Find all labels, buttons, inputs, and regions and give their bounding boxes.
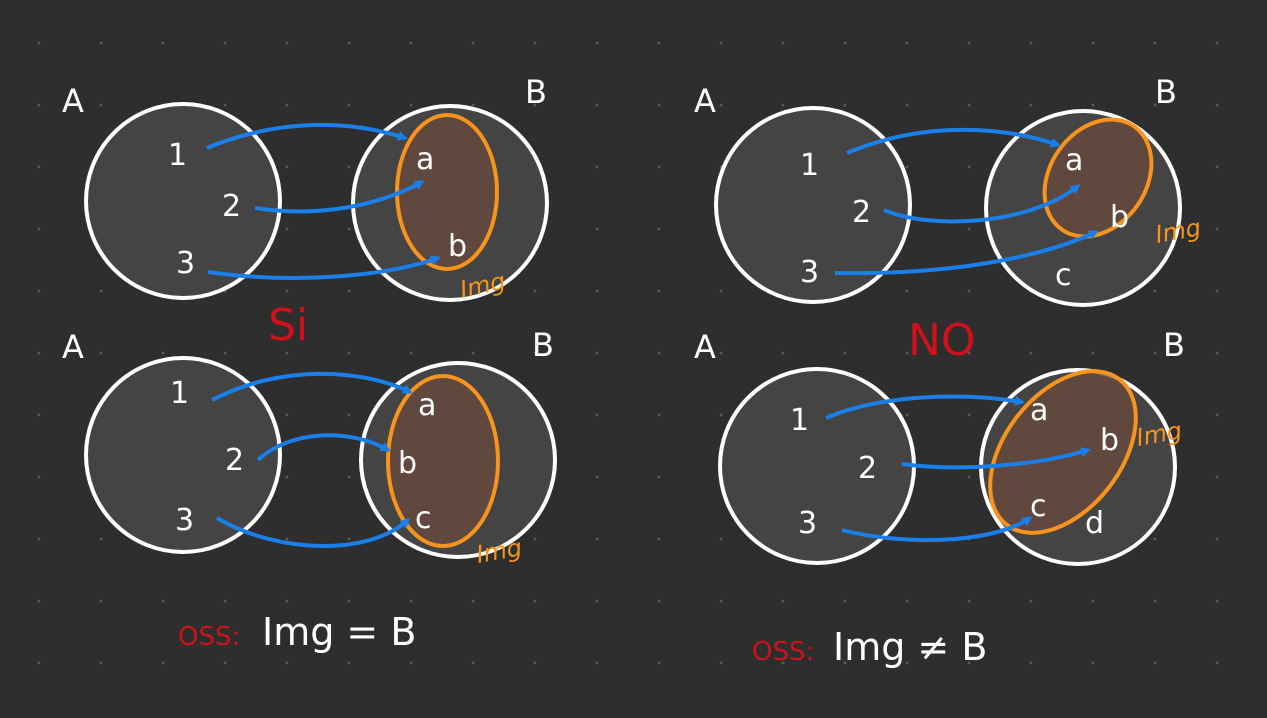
codomain-element-a: a — [1065, 143, 1083, 178]
mapping-arrow-1-a — [206, 122, 408, 150]
verdict-right: NO — [908, 315, 976, 366]
mapping-arrow-2-b — [901, 447, 1091, 470]
mapping-arrow-1-a — [211, 371, 413, 402]
set-a-circle — [84, 356, 282, 554]
domain-element-3: 3 — [800, 255, 819, 290]
set-a-label: A — [62, 328, 84, 366]
codomain-element-c: c — [1030, 489, 1047, 524]
mapping-arrow-3-c — [841, 516, 1033, 543]
codomain-element-b: b — [398, 446, 417, 481]
domain-element-2: 2 — [222, 189, 241, 224]
domain-element-1: 1 — [170, 376, 189, 411]
note-right-prefix: OSS: — [752, 637, 814, 667]
domain-element-2: 2 — [225, 443, 244, 478]
diagram-bottom-right: A B 1 2 3 a b c d Img — [694, 326, 1185, 566]
codomain-element-c: c — [415, 501, 432, 536]
domain-element-1: 1 — [790, 403, 809, 438]
note-right-formula: Img ≠ B — [833, 625, 987, 669]
domain-element-1: 1 — [800, 148, 819, 183]
set-a-label: A — [694, 328, 716, 366]
codomain-element-c: c — [1055, 258, 1072, 293]
mapping-arrow-2-a — [883, 184, 1081, 224]
domain-element-3: 3 — [176, 246, 195, 281]
mapping-arrow-2-b — [256, 433, 391, 462]
note-left-prefix: OSS: — [178, 622, 240, 652]
codomain-element-d: d — [1085, 506, 1104, 541]
domain-element-2: 2 — [852, 195, 871, 230]
note-right: OSS: Img ≠ B — [752, 625, 987, 669]
image-ellipse — [1042, 117, 1154, 239]
mapping-arrow-2-a — [254, 180, 425, 214]
set-b-label: B — [525, 73, 547, 111]
image-ellipse — [988, 369, 1138, 535]
image-ellipse — [395, 113, 499, 271]
codomain-element-b: b — [448, 229, 467, 264]
image-ellipse — [386, 374, 500, 548]
set-b-label: B — [532, 326, 554, 364]
note-left: OSS: Img = B — [178, 610, 416, 654]
domain-element-2: 2 — [858, 451, 877, 486]
verdict-left: Si — [268, 300, 308, 351]
set-a-label: A — [62, 82, 84, 120]
diagram-top-left: A B 1 2 3 a b Img — [62, 73, 549, 304]
mapping-arrow-3-c — [215, 516, 411, 548]
domain-element-3: 3 — [798, 506, 817, 541]
codomain-element-b: b — [1100, 423, 1119, 458]
set-b-label: B — [1155, 73, 1177, 111]
mapping-arrow-1-a — [846, 127, 1061, 155]
mapping-arrow-1-a — [825, 394, 1025, 420]
set-a-label: A — [694, 82, 716, 120]
codomain-element-a: a — [416, 142, 434, 177]
codomain-element-a: a — [418, 388, 436, 423]
set-a-circle — [714, 106, 912, 304]
note-left-formula: Img = B — [262, 610, 416, 654]
diagram-bottom-left: A B 1 2 3 a b c Img — [62, 326, 557, 569]
domain-element-1: 1 — [168, 138, 187, 173]
diagram-top-right: A B 1 2 3 a b c Img — [694, 73, 1203, 307]
mapping-arrow-3-b — [207, 255, 441, 280]
codomain-element-a: a — [1030, 393, 1048, 428]
set-a-circle — [84, 102, 282, 300]
codomain-element-b: b — [1110, 200, 1129, 235]
set-b-label: B — [1163, 326, 1185, 364]
mapping-arrow-3-b — [834, 230, 1099, 276]
domain-element-3: 3 — [175, 503, 194, 538]
